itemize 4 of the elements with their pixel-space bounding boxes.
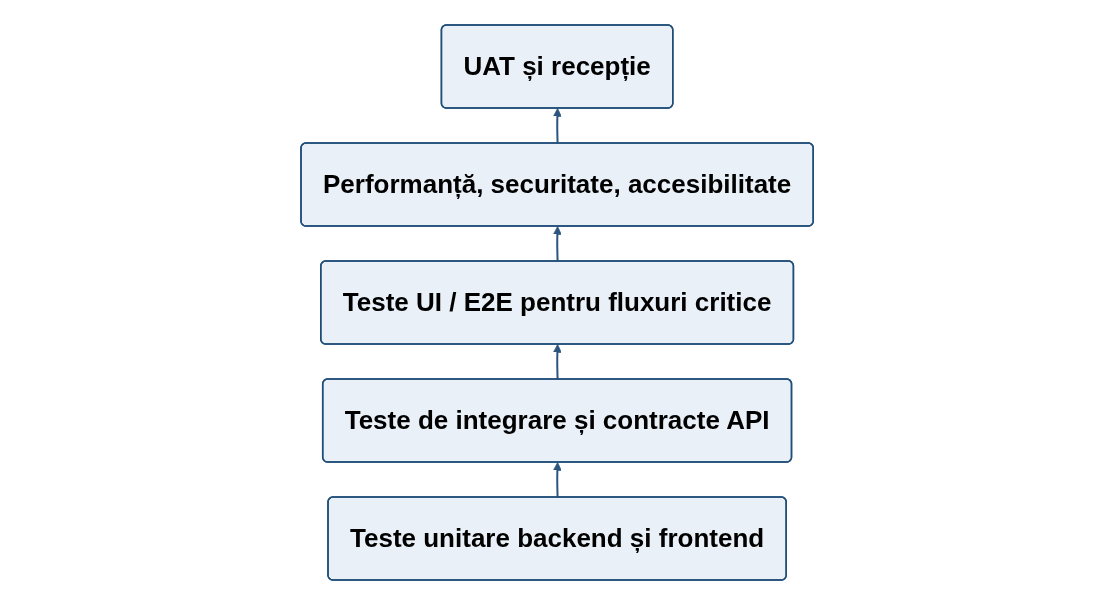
arrow [552, 461, 562, 498]
arrow [552, 225, 562, 262]
arrow [552, 343, 562, 380]
arrow [552, 107, 562, 144]
